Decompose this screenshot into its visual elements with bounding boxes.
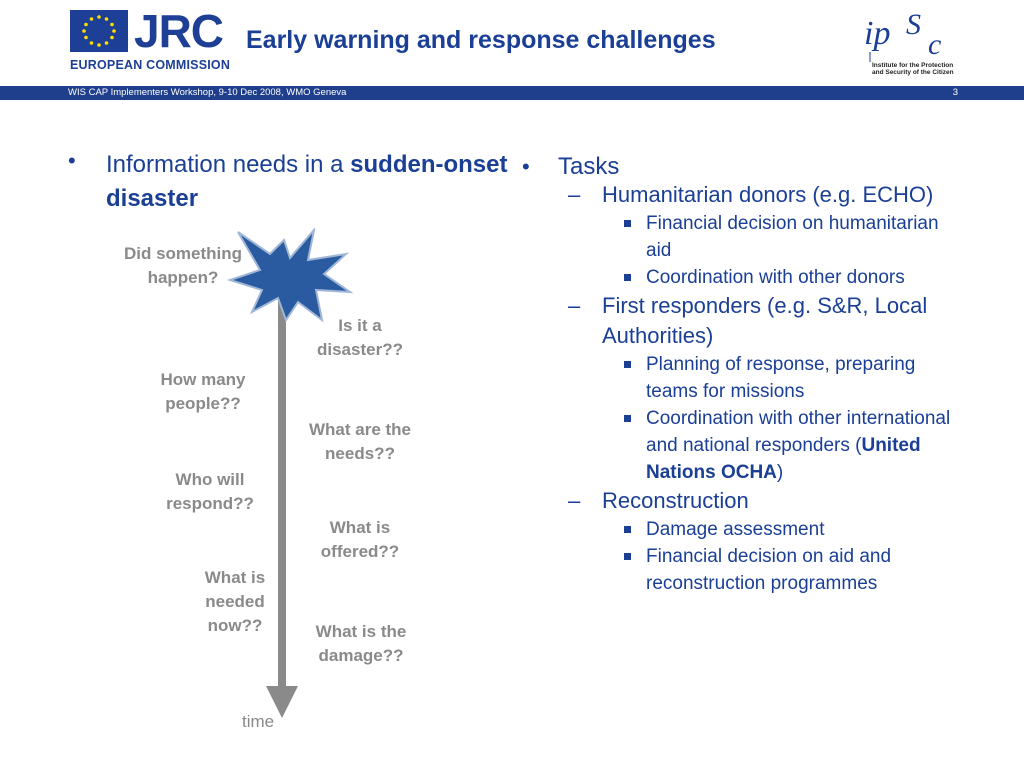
svg-text:S: S bbox=[906, 8, 921, 41]
organization-name: EUROPEAN COMMISSION bbox=[70, 58, 231, 72]
question-who-will-respond: Who will respond?? bbox=[166, 470, 254, 513]
dash-icon: – bbox=[568, 488, 581, 513]
slide-title: Early warning and response challenges bbox=[246, 26, 716, 54]
task-item: Coordination with other international an… bbox=[522, 405, 952, 486]
svg-text:ip: ip bbox=[864, 15, 890, 52]
question-how-many-people: How many people?? bbox=[160, 370, 246, 413]
dash-icon: – bbox=[568, 293, 581, 318]
task-group-reconstruction: – Reconstruction bbox=[522, 486, 962, 516]
task-item: Financial decision on aid and reconstruc… bbox=[522, 543, 936, 597]
svg-text:c: c bbox=[928, 28, 941, 61]
task-item: Damage assessment bbox=[522, 516, 962, 543]
jrc-logo: JRC EUROPEAN COMMISSION bbox=[70, 6, 230, 74]
tasks-heading: • Tasks bbox=[522, 150, 962, 184]
square-bullet-icon bbox=[624, 220, 631, 227]
task-item: Financial decision on humanitarian aid bbox=[522, 210, 946, 264]
question-what-is-offered: What is offered?? bbox=[320, 518, 400, 561]
jrc-wordmark: JRC bbox=[134, 5, 224, 57]
square-bullet-icon bbox=[624, 361, 631, 368]
tasks-section: • Tasks – Humanitarian donors (e.g. ECHO… bbox=[522, 150, 962, 597]
eu-flag-icon bbox=[70, 10, 128, 52]
task-item: Planning of response, preparing teams fo… bbox=[522, 351, 946, 405]
square-bullet-icon bbox=[624, 415, 631, 422]
ipsc-logo: ip S c Institute for the Protection and … bbox=[862, 4, 958, 82]
task-item: Coordination with other donors bbox=[522, 264, 962, 291]
ipsc-logo-mark: ip S c bbox=[864, 8, 941, 62]
timeline-arrow bbox=[266, 290, 298, 718]
question-is-it-a-disaster: Is it a disaster?? bbox=[317, 316, 403, 359]
time-label: time bbox=[242, 712, 275, 731]
question-what-is-the-damage: What is the damage?? bbox=[315, 622, 407, 665]
question-what-is-needed-now: What is needed now?? bbox=[204, 568, 266, 635]
event-info: WIS CAP Implementers Workshop, 9-10 Dec … bbox=[68, 87, 347, 98]
task-group-humanitarian-donors: – Humanitarian donors (e.g. ECHO) bbox=[522, 180, 962, 210]
event-star-icon bbox=[226, 228, 354, 323]
page-number: 3 bbox=[952, 87, 958, 98]
square-bullet-icon bbox=[624, 526, 631, 533]
question-did-something-happen: Did something happen? bbox=[123, 244, 243, 287]
bullet-dot-icon: • bbox=[68, 148, 76, 173]
square-bullet-icon bbox=[624, 553, 631, 560]
task-group-first-responders: – First responders (e.g. S&R, Local Auth… bbox=[568, 293, 928, 348]
header-bar: WIS CAP Implementers Workshop, 9-10 Dec … bbox=[0, 86, 1024, 100]
question-what-are-the-needs: What are the needs?? bbox=[308, 420, 412, 463]
ipsc-caption: Institute for the Protection and Securit… bbox=[872, 62, 954, 76]
left-bullet-text: Information needs in a sudden-onset disa… bbox=[106, 151, 508, 212]
bullet-dot-icon: • bbox=[522, 154, 530, 179]
square-bullet-icon bbox=[624, 274, 631, 281]
dash-icon: – bbox=[568, 182, 581, 207]
